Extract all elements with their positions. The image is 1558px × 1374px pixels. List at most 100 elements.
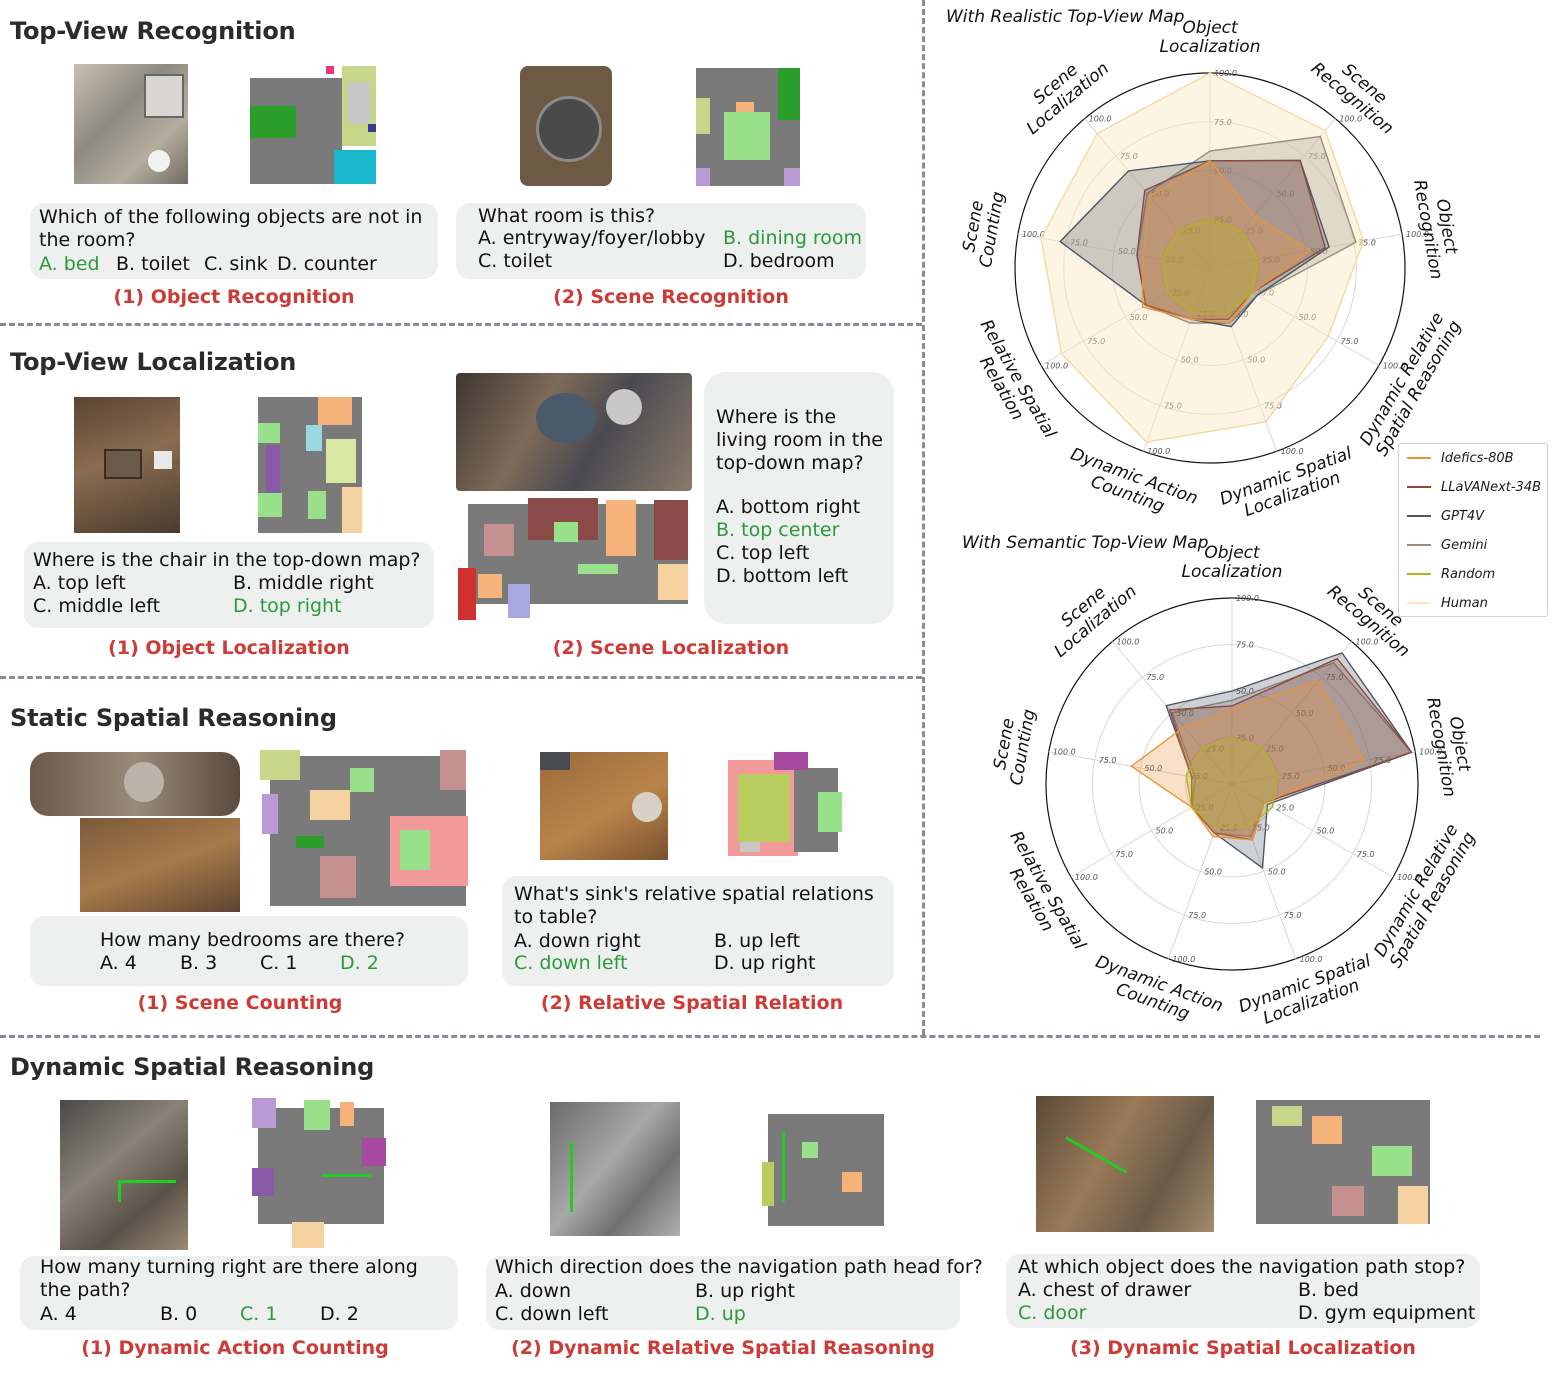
- caption-action-counting: (1) Dynamic Action Counting: [81, 1337, 389, 1359]
- question-text: Which direction does the navigation path…: [495, 1256, 983, 1278]
- option-a: A. bed: [39, 253, 100, 275]
- radar-tick-label: 75.0: [1188, 911, 1206, 920]
- semantic-multi-room-map: [260, 750, 468, 914]
- radar-tick-label: 25.0: [1266, 744, 1284, 753]
- option-d: D. up: [695, 1303, 746, 1325]
- divider-3: [0, 1035, 1540, 1038]
- option-a: A. top left: [33, 572, 126, 594]
- radar-tick-label: 25.0: [1245, 227, 1263, 236]
- semantic-living-map: [258, 397, 362, 533]
- legend-item: Gemini: [1407, 535, 1487, 555]
- caption-object-localization: (1) Object Localization: [108, 637, 350, 659]
- option-b: B. dining room: [723, 227, 863, 249]
- radar-tick-label: 100.0: [1339, 115, 1362, 124]
- option-d: D. gym equipment: [1298, 1302, 1476, 1324]
- option-c: C. 1: [240, 1303, 278, 1325]
- radar-tick-label: 50.0: [1236, 687, 1254, 696]
- radar-category-label: SceneRecognition: [1307, 44, 1409, 139]
- option-c: C. door: [1018, 1302, 1087, 1324]
- radar-tick-label: 25.0: [1166, 256, 1184, 265]
- option-d: D. up right: [714, 952, 816, 974]
- section-title-top-view-recognition: Top-View Recognition: [10, 17, 296, 45]
- radar-tick-label: 25.0: [1236, 734, 1254, 743]
- radar-charts: With Realistic Top-View Map25.050.075.01…: [946, 7, 1480, 1029]
- option-d: D. 2: [340, 952, 379, 974]
- radar-tick-label: 100.0: [1419, 748, 1442, 757]
- legend-item: Human: [1407, 593, 1488, 613]
- radar-series-llavanext-34b: [1168, 657, 1413, 841]
- radar-tick-label: 50.0: [1130, 313, 1148, 322]
- radar-tick-label: 50.0: [1155, 827, 1173, 836]
- object-recognition-question-box: Which of the following objects are not i…: [30, 203, 438, 279]
- semantic-path-map-2: [762, 1102, 888, 1232]
- option-b: B. toilet: [116, 253, 190, 275]
- option-d: D. top right: [233, 595, 342, 617]
- option-a: A. chest of drawer: [1018, 1279, 1192, 1301]
- radar-spoke: [1142, 267, 1211, 452]
- radar-series-random: [1161, 218, 1259, 315]
- radar-spoke: [1209, 267, 1278, 452]
- option-a: A. entryway/foyer/lobby: [478, 227, 706, 249]
- radar-tick-label: 50.0: [1296, 709, 1314, 718]
- semantic-path-map-1: [252, 1098, 388, 1248]
- radar-tick-label: 100.0: [1116, 638, 1139, 647]
- option-a: A. down right: [514, 930, 641, 952]
- section-title-dynamic-spatial: Dynamic Spatial Reasoning: [10, 1053, 375, 1081]
- radar-tick-label: 100.0: [1281, 447, 1304, 456]
- radar-tick-label: 25.0: [1256, 288, 1274, 297]
- radar-tick-label: 50.0: [1214, 167, 1232, 176]
- semantic-house-map: [458, 494, 692, 620]
- radar-category-label: SceneLocalization: [1038, 567, 1140, 662]
- radar-tick-label: 100.0: [1147, 447, 1170, 456]
- radar-tick-label: 75.0: [1357, 850, 1375, 859]
- legend-swatch: [1407, 486, 1431, 488]
- radar-tick-label: 100.0: [1356, 638, 1379, 647]
- radar-tick-label: 100.0: [1022, 230, 1045, 239]
- option-c: C. down left: [495, 1303, 609, 1325]
- radar-spoke: [1209, 233, 1403, 269]
- radar-tick-label: 75.0: [1236, 641, 1254, 650]
- option-d: D. counter: [277, 253, 377, 275]
- radar-category-label: Dynamic RelativeSpatial Reasoning: [1355, 308, 1465, 460]
- radar-spoke: [1231, 641, 1352, 785]
- option-a: A. 4: [100, 952, 137, 974]
- question-text: How many turning right are there along t…: [40, 1256, 418, 1301]
- radar-tick-label: 100.0: [1406, 230, 1429, 239]
- caption-spatial-localization: (3) Dynamic Spatial Localization: [1070, 1337, 1416, 1359]
- radar-series-idefics-80b: [1141, 159, 1312, 324]
- radar-tick-label: 25.0: [1262, 256, 1280, 265]
- realistic-path-map-1: [60, 1100, 188, 1250]
- radar-spoke: [1070, 783, 1233, 878]
- question-text: How many bedrooms are there?: [100, 929, 405, 951]
- radar-tick-label: 50.0: [1144, 764, 1162, 773]
- option-b: B. 0: [160, 1303, 198, 1325]
- option-b: B. bed: [1298, 1279, 1359, 1301]
- legend-swatch: [1407, 457, 1431, 459]
- radar-series-llavanext-34b: [1136, 159, 1327, 320]
- relative-reasoning-question-box: Which direction does the navigation path…: [486, 1256, 983, 1330]
- radar-tick-label: 25.0: [1282, 772, 1300, 781]
- option-d: D. 2: [320, 1303, 359, 1325]
- realistic-house-map: [456, 373, 692, 491]
- radar-spoke: [1167, 783, 1233, 959]
- radar-tick-label: 50.0: [1247, 356, 1265, 365]
- legend-label: Random: [1441, 566, 1496, 582]
- radar-tick-label: 75.0: [1115, 850, 1133, 859]
- radar-tick-label: 50.0: [1317, 827, 1335, 836]
- semantic-room-with-table: [728, 752, 844, 856]
- scene-counting-question-box: How many bedrooms are there? A. 4 B. 3 C…: [30, 916, 468, 986]
- realistic-path-map-2: [550, 1102, 680, 1236]
- radar-tick-label: 50.0: [1176, 709, 1194, 718]
- caption-relative-spatial: (2) Relative Spatial Relation: [540, 992, 844, 1014]
- vertical-divider: [922, 0, 925, 1035]
- radar-series-idefics-80b: [1130, 680, 1365, 841]
- divider-2: [0, 676, 922, 679]
- radar-tick-label: 50.0: [1204, 867, 1222, 876]
- spatial-localization-question-box: At which object does the navigation path…: [1006, 1254, 1480, 1328]
- relative-spatial-question-box: What's sink's relative spatial relations…: [502, 876, 894, 986]
- radar-spoke: [1048, 751, 1233, 785]
- radar-series-human: [1040, 72, 1365, 443]
